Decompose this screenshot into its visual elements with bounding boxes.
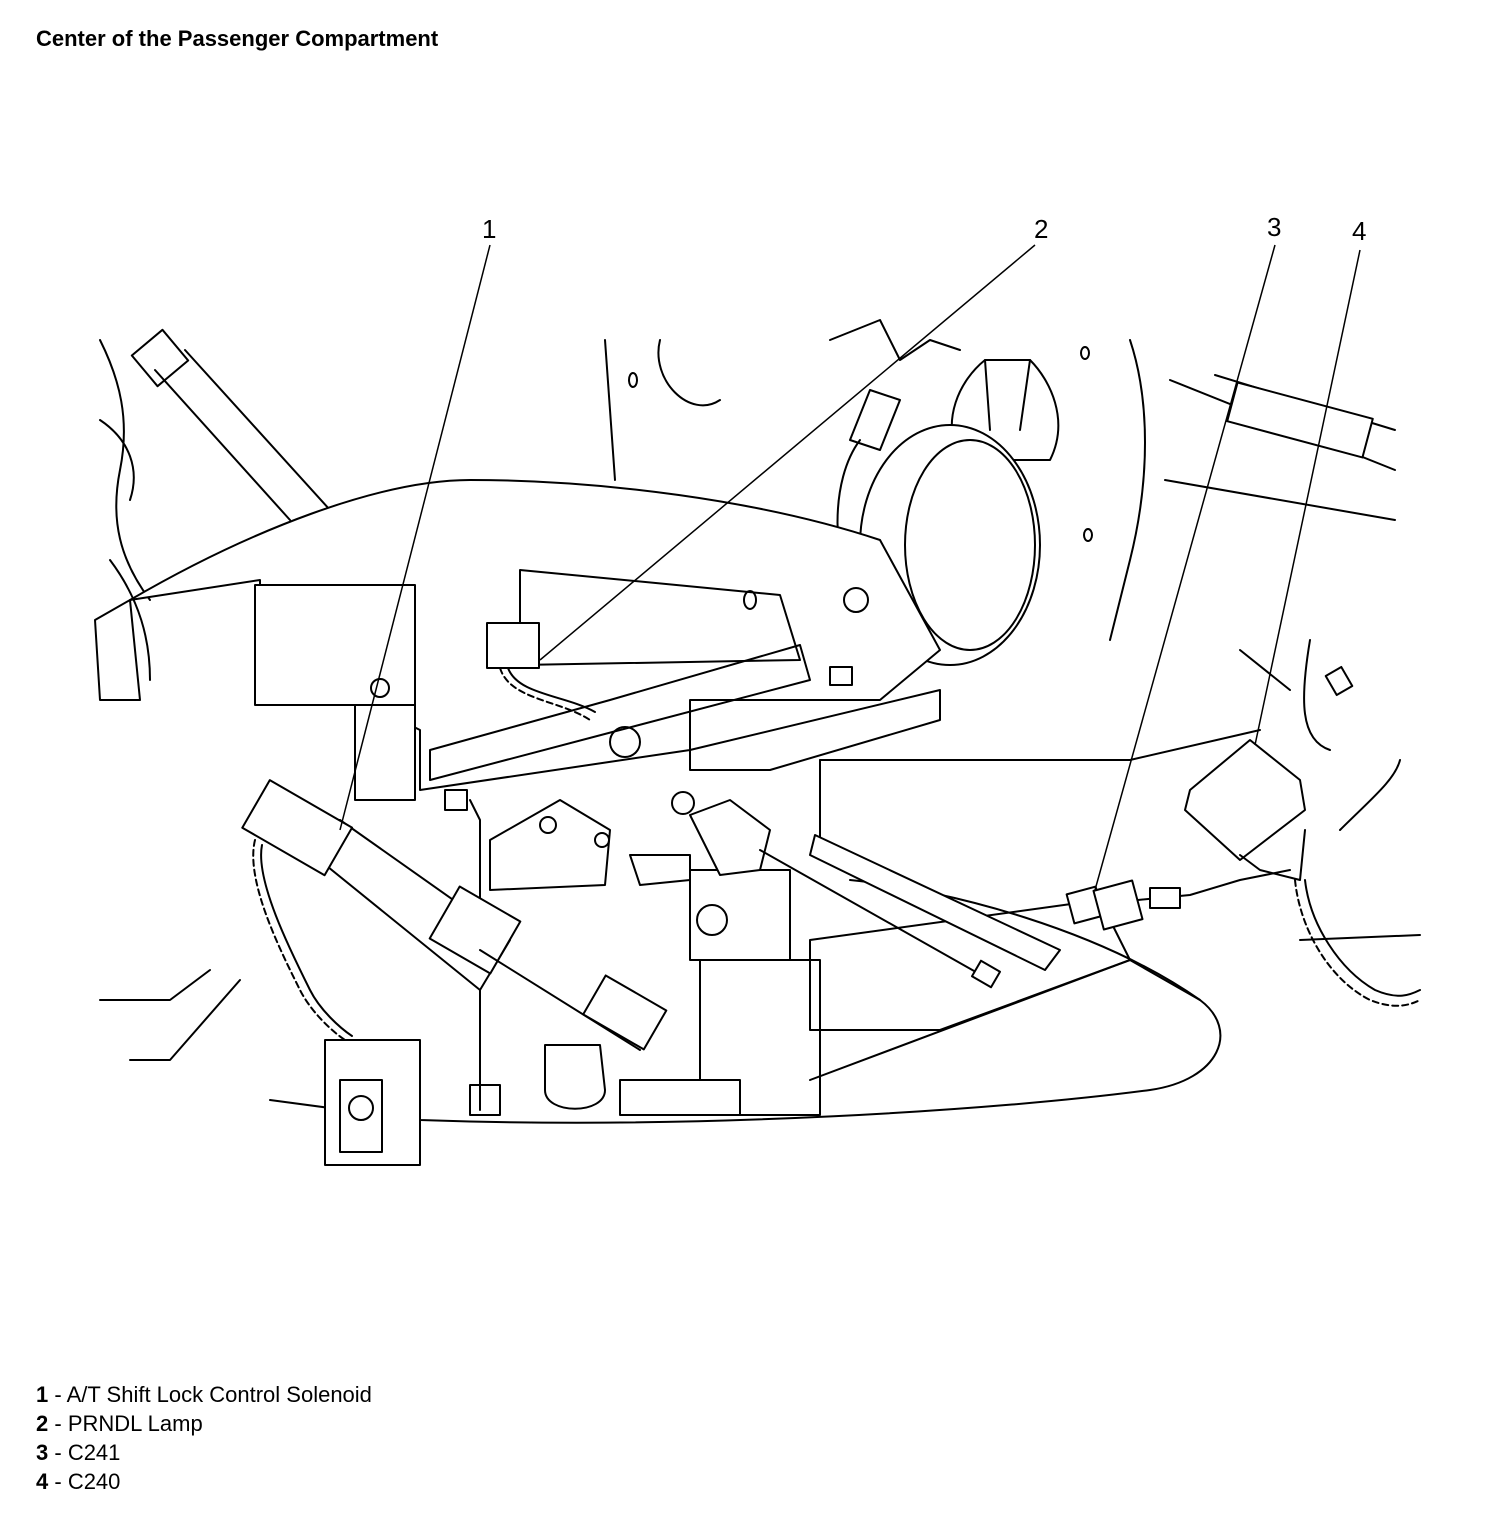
legend-label: C240 [67, 1469, 121, 1494]
shift-lock-solenoid [241, 779, 668, 1051]
callout-number-1: 1 [482, 214, 496, 244]
legend-item: 4 - C240 [36, 1469, 121, 1494]
legend-item: 3 - C241 [36, 1440, 121, 1465]
callout-number-3: 3 [1267, 212, 1281, 242]
leader-line-4 [1254, 249, 1361, 746]
leader-line-1 [339, 244, 491, 831]
legend-label: PRNDL Lamp [67, 1411, 203, 1436]
legend: 1 - A/T Shift Lock Control Solenoid 2 - … [36, 1380, 372, 1496]
callout-number-2: 2 [1034, 214, 1048, 244]
leader-line-2 [539, 244, 1036, 661]
leader-lines [339, 244, 1361, 891]
connector-c241 [1065, 869, 1291, 931]
shift-cable [689, 799, 1061, 989]
diagram-title: Center of the Passenger Compartment [36, 26, 439, 51]
legend-number: 3 [36, 1440, 49, 1465]
callout-number-4: 4 [1352, 216, 1366, 246]
legend-item: 1 - A/T Shift Lock Control Solenoid [36, 1382, 372, 1407]
left-trim-panel [99, 328, 331, 1061]
connector-c240 [1184, 639, 1421, 1007]
legend-number: 2 [36, 1411, 49, 1436]
legend-label: A/T Shift Lock Control Solenoid [66, 1382, 372, 1407]
leader-line-3 [1094, 244, 1276, 891]
legend-item: 2 - PRNDL Lamp [36, 1411, 203, 1436]
legend-number: 1 [36, 1382, 49, 1407]
floor-console [269, 729, 1261, 1166]
legend-label: C241 [67, 1440, 121, 1465]
dash-panel [604, 319, 1396, 641]
legend-number: 4 [36, 1469, 49, 1494]
prndl-lamp [486, 622, 596, 721]
